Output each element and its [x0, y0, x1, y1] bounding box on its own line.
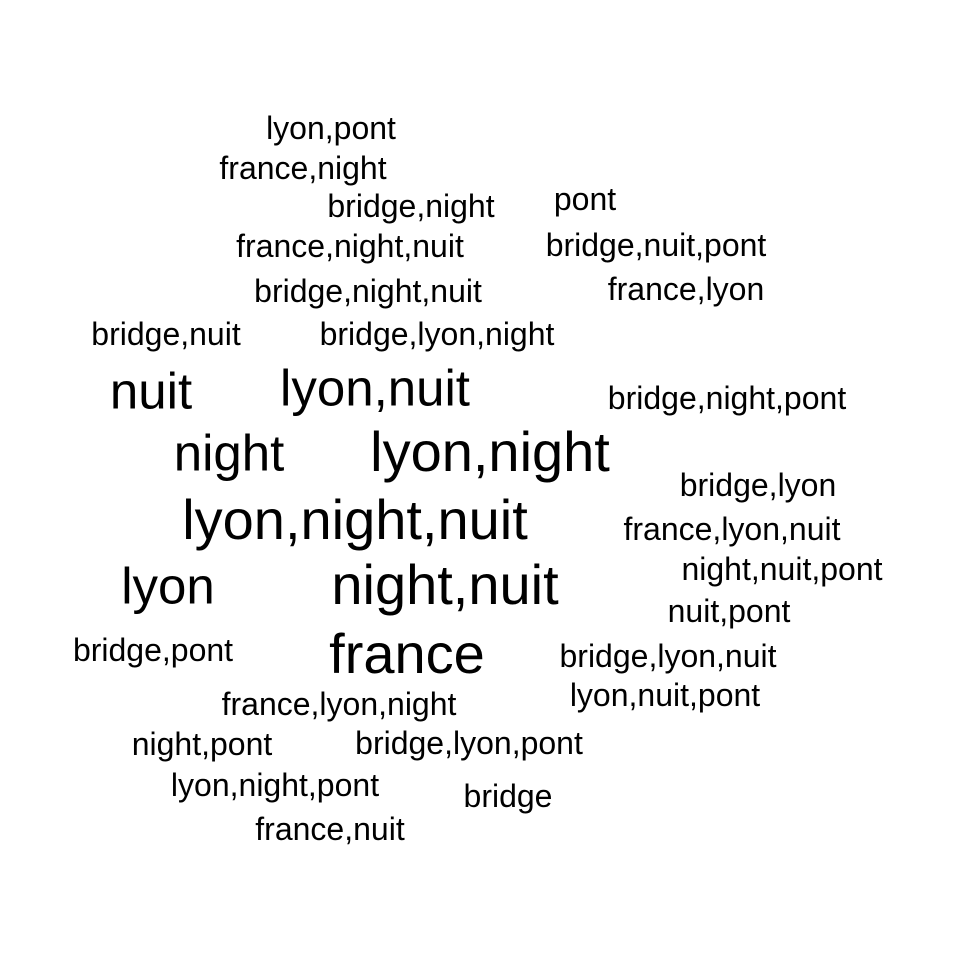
word-cloud-term: nuit,pont: [667, 593, 791, 629]
word-cloud-term: france: [329, 622, 485, 685]
word-cloud-term: france,lyon,night: [221, 686, 457, 722]
word-cloud-term: lyon,night: [370, 420, 610, 483]
word-cloud-term: night,nuit: [331, 553, 559, 616]
word-cloud-term: bridge,night,nuit: [254, 273, 482, 309]
word-cloud-term: bridge,lyon,nuit: [559, 638, 777, 674]
word-cloud-term: bridge,night,pont: [607, 380, 847, 416]
word-cloud-term: bridge,lyon,night: [319, 316, 555, 352]
word-cloud-term: france,lyon,nuit: [623, 511, 841, 547]
word-cloud-term: bridge: [463, 778, 553, 814]
word-cloud-term: night: [173, 424, 285, 482]
word-cloud-term: lyon,nuit,pont: [569, 677, 761, 713]
word-cloud-term: lyon,pont: [266, 110, 396, 146]
word-cloud-term: lyon,night,nuit: [182, 488, 528, 551]
word-cloud-term: nuit: [109, 362, 193, 420]
word-cloud-term: bridge,pont: [72, 632, 234, 668]
word-cloud-term: france,night: [219, 150, 387, 186]
word-cloud-term: night,nuit,pont: [681, 551, 883, 587]
word-cloud-term: pont: [553, 181, 617, 217]
word-cloud-term: bridge,night: [327, 188, 495, 224]
word-cloud-term: bridge,nuit: [91, 316, 241, 352]
word-cloud-term: lyon: [121, 557, 215, 615]
word-cloud-term: bridge,lyon: [679, 467, 837, 503]
word-cloud-term: france,nuit: [255, 811, 405, 847]
word-cloud-term: bridge,lyon,pont: [355, 725, 583, 761]
word-cloud-term: night,pont: [131, 726, 273, 762]
word-cloud-term: lyon,nuit: [280, 359, 470, 417]
word-cloud-term: france,night,nuit: [236, 228, 464, 264]
word-cloud-term: lyon,night,pont: [170, 767, 380, 803]
word-cloud-term: bridge,nuit,pont: [545, 227, 767, 263]
word-cloud-term: france,lyon: [607, 271, 765, 307]
